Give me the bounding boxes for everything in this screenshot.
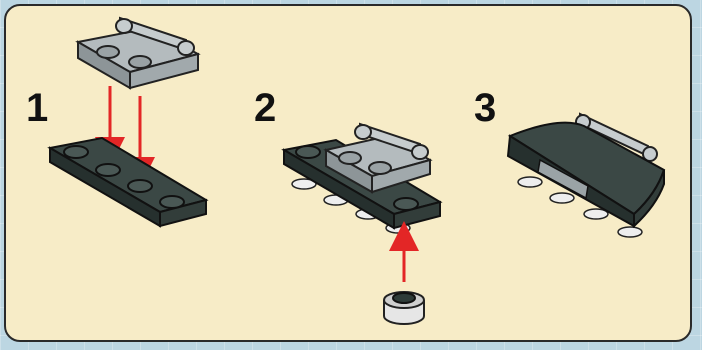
step-1-assembly: [47, 16, 209, 228]
slope-wedge-piece-icon: [506, 112, 666, 238]
light-gray-plate-with-bar-icon: [75, 16, 201, 90]
step-1-number: 1: [26, 86, 49, 130]
step-3-assembly: [506, 112, 666, 238]
step-2-number: 2: [254, 86, 277, 130]
step-2-assembly: [281, 122, 443, 325]
step-2-combined-plate-icon: [281, 122, 443, 234]
step-3-number: 3: [474, 86, 497, 130]
round-tile-stud-icon: [383, 291, 425, 325]
dark-gray-1x4-plate-icon: [47, 136, 209, 228]
